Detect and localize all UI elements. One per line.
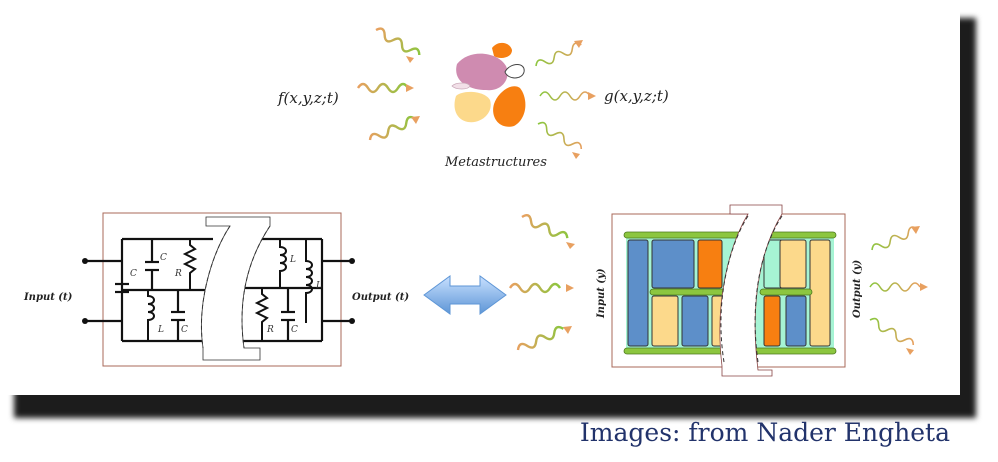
- capacitors: [115, 260, 295, 322]
- inductor-l1: [147, 290, 155, 341]
- inductor-l3: [305, 239, 313, 323]
- outgoing-wave-middle: [539, 91, 596, 101]
- label-c1: C: [130, 269, 137, 279]
- meta-incoming-wave-upper: [521, 213, 575, 249]
- blob-orange-small: [492, 42, 512, 58]
- label-c3: C: [181, 325, 188, 335]
- circuit-output-label: Output (t): [352, 292, 409, 303]
- meta-incoming-wave-lower: [516, 325, 572, 351]
- blob-orange-large: [493, 86, 526, 127]
- label-c2: C: [160, 253, 167, 263]
- outgoing-wave-lower: [537, 121, 583, 159]
- output-function-label: g(x,y,z;t): [604, 87, 669, 105]
- label-l1: L: [157, 325, 164, 335]
- blob-yellow: [454, 91, 491, 123]
- meta-output-label: Output (y): [852, 259, 863, 318]
- circuit-diagram: C C R L C L L R C Input (t) Output (t): [23, 212, 409, 367]
- metastructures-caption: Metastructures: [444, 155, 547, 170]
- blob-small-grey: [451, 82, 471, 90]
- blob-outline: [504, 64, 525, 79]
- outgoing-wave-upper: [535, 40, 583, 67]
- circuit-frame: [102, 212, 342, 367]
- metastructure-diagram: f(x,y,z;t) Metastructures g(x,y,z;t): [277, 27, 669, 170]
- incoming-wave-upper: [375, 27, 421, 63]
- image-credit: Images: from Nader Engheta: [579, 418, 950, 447]
- inductor-l2: [279, 239, 287, 288]
- label-r1: R: [174, 269, 182, 279]
- meta-blocks: [627, 239, 831, 347]
- meta-incoming-wave-middle: [508, 282, 574, 294]
- meta-outgoing-wave-upper: [871, 226, 920, 251]
- input-function-label: f(x,y,z;t): [277, 89, 339, 107]
- label-l3: L: [315, 281, 322, 291]
- incoming-wave-lower: [368, 115, 420, 141]
- circuit-input-label: Input (t): [23, 292, 73, 303]
- double-arrow: [423, 275, 507, 315]
- meta-outgoing-wave-lower: [869, 317, 915, 355]
- incoming-wave-middle: [356, 82, 414, 94]
- label-c4: C: [291, 325, 298, 335]
- terminals: [82, 258, 355, 324]
- meta-input-label: Input (y): [596, 268, 607, 319]
- resistor-r1: [182, 239, 198, 290]
- meta-outgoing-wave-middle: [869, 282, 928, 292]
- label-l2: L: [289, 255, 296, 265]
- label-r2: R: [266, 325, 274, 335]
- metamaterial-diagram: Input (y) Output (y): [596, 204, 863, 377]
- resistor-r2: [254, 288, 270, 341]
- slide-card: f(x,y,z;t) Metastructures g(x,y,z;t): [23, 27, 928, 377]
- blob-pink: [456, 53, 508, 91]
